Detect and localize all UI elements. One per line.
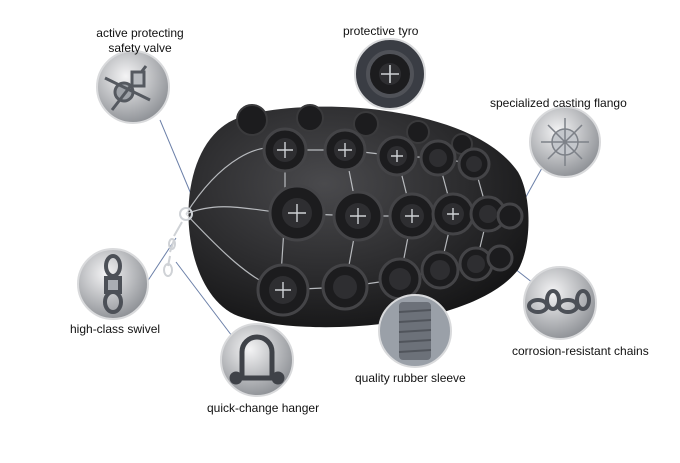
label-safety-valve-line2: safety valve xyxy=(108,41,172,55)
label-safety-valve-line1: active protecting xyxy=(96,26,184,40)
callout-line-hanger xyxy=(175,261,233,337)
inset-sleeve xyxy=(378,294,452,368)
front-swivel-assembly xyxy=(163,207,193,277)
tyres xyxy=(236,104,524,317)
inset-hanger xyxy=(220,323,294,397)
label-protective-tyro: protective tyro xyxy=(343,24,419,38)
label-hanger: quick-change hanger xyxy=(207,401,320,415)
callout-line-swivel xyxy=(146,237,177,283)
shackle-icon xyxy=(229,334,285,385)
flange-icon xyxy=(541,118,589,166)
swivel-icon xyxy=(103,254,123,314)
label-rubber-sleeve: quality rubber sleeve xyxy=(355,371,466,385)
inset-flange xyxy=(529,106,601,178)
inset-chains xyxy=(523,266,597,340)
inset-valve xyxy=(96,50,170,124)
chain-icon xyxy=(527,289,591,314)
sleeve-icon xyxy=(398,302,432,360)
label-casting-flange: specialized casting flango xyxy=(490,96,627,110)
inset-swivel xyxy=(77,248,149,320)
label-chains: corrosion-resistant chains xyxy=(512,344,649,358)
valve-icon xyxy=(104,65,151,111)
label-safety-valve: active protecting safety valve xyxy=(70,26,210,56)
tyre-icon xyxy=(366,50,414,98)
tyre-icon xyxy=(236,104,473,155)
pneumatic-fender xyxy=(163,104,529,328)
label-swivel: high-class swivel xyxy=(70,322,161,336)
inset-tyro xyxy=(354,38,426,110)
